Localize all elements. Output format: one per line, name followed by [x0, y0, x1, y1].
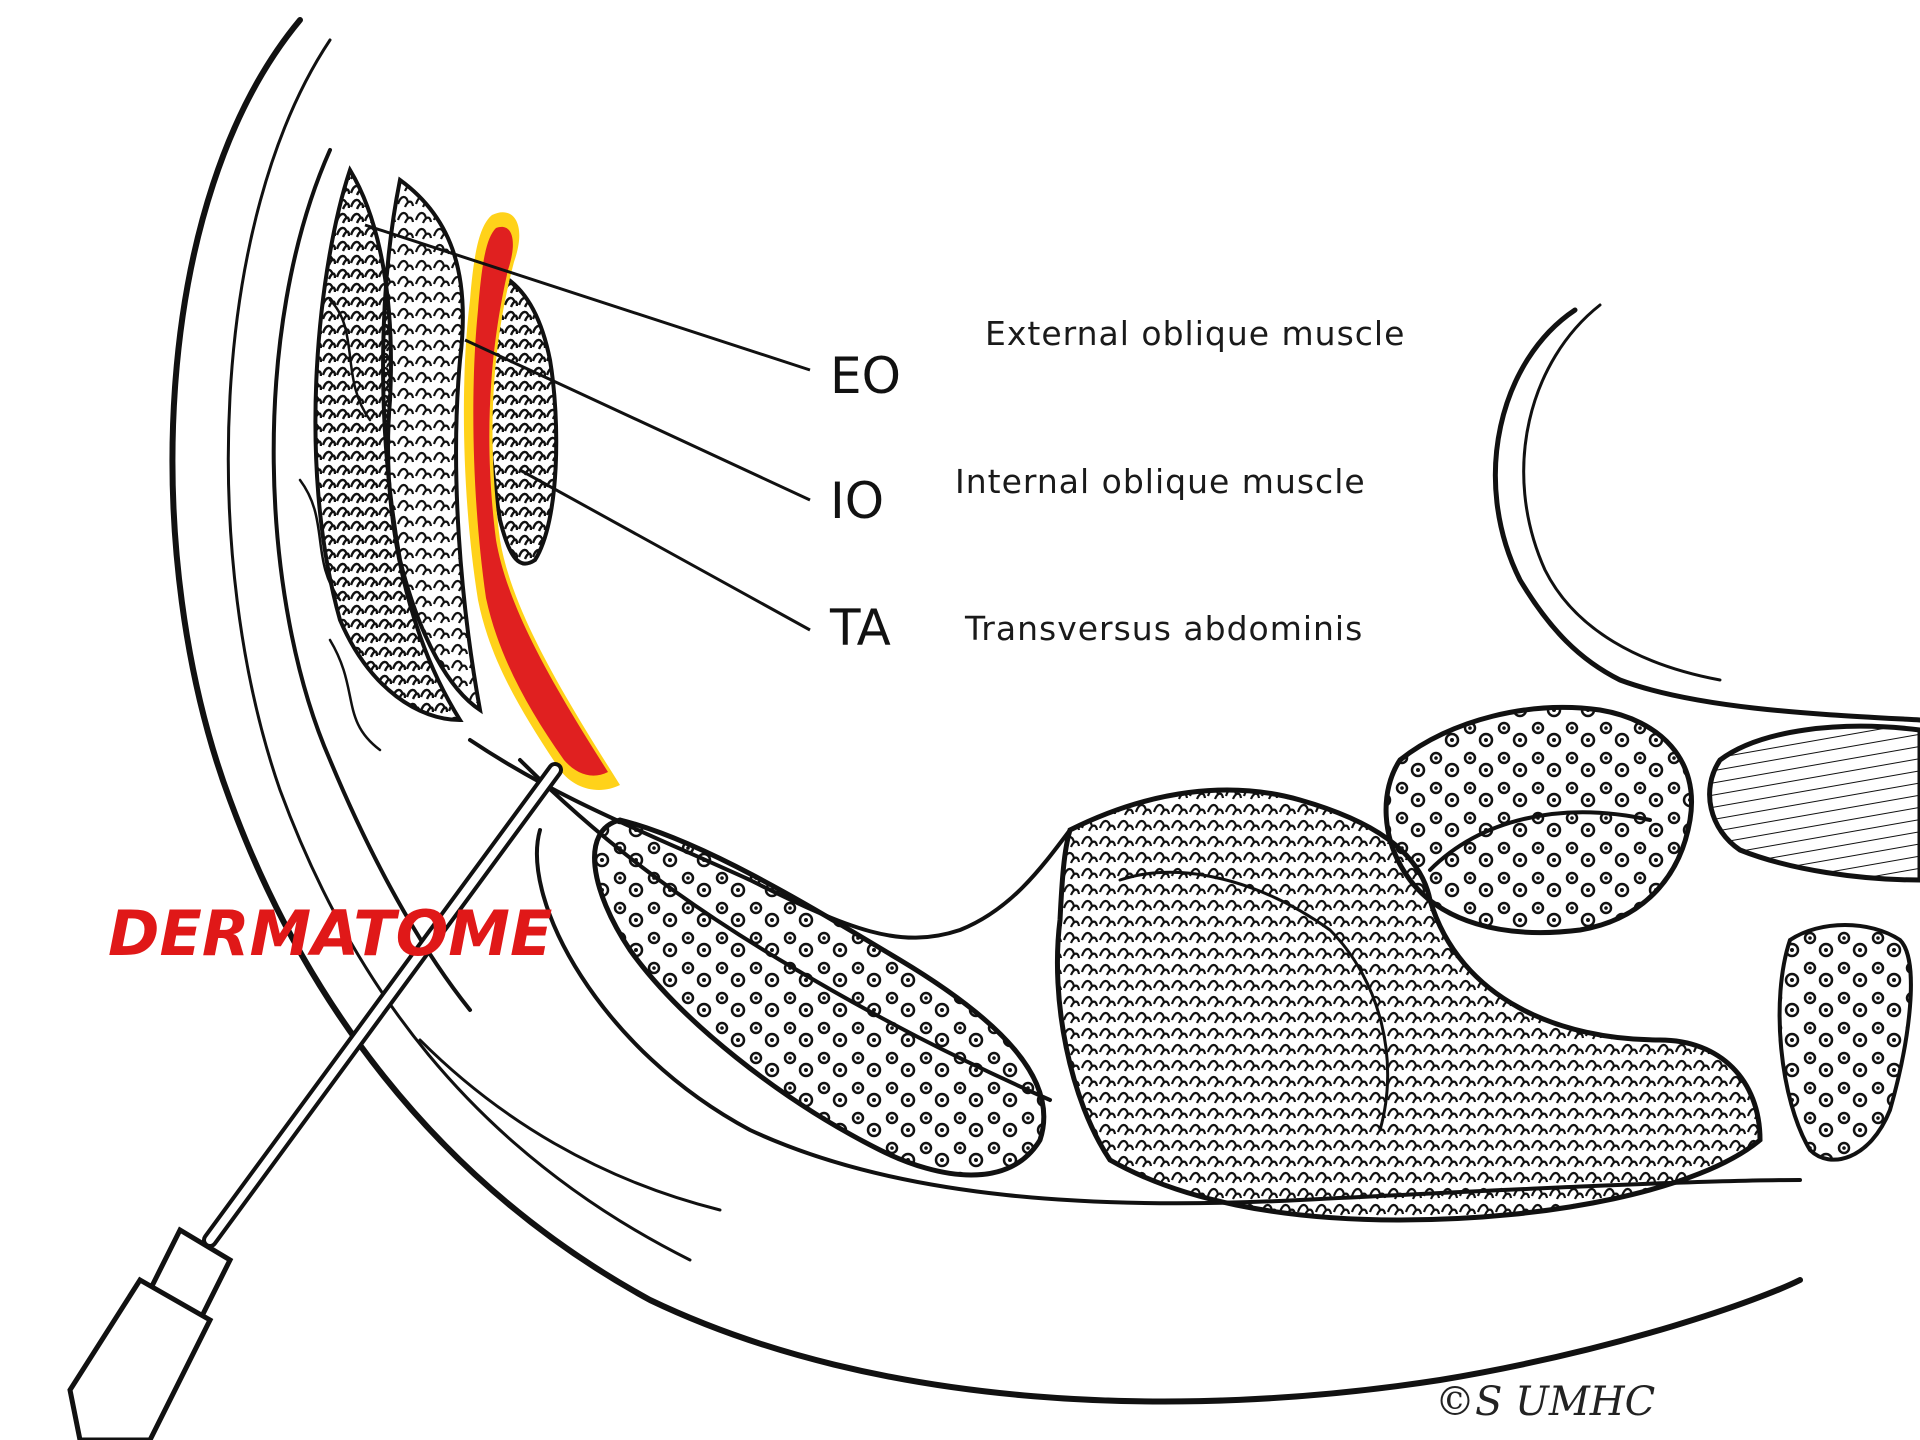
psoas-muscle: [1710, 726, 1920, 880]
io-abbr-label: IO: [830, 472, 884, 530]
io-name-label: Internal oblique muscle: [955, 462, 1366, 501]
eo-abbr-label: EO: [830, 347, 901, 405]
dermatome-label: DERMATOME: [108, 897, 552, 970]
ta-abbr-label: TA: [829, 599, 891, 657]
artist-signature: ©S UMHC: [1435, 1379, 1655, 1425]
ta-leader-line: [520, 470, 810, 630]
spinous-process: [1780, 925, 1911, 1160]
peritoneal-cavity: [1495, 305, 1920, 720]
eo-name-label: External oblique muscle: [985, 314, 1405, 353]
ta-name-label: Transversus abdominis: [964, 609, 1363, 648]
kidney: [595, 820, 1044, 1175]
vertebral-body: [1386, 707, 1691, 932]
